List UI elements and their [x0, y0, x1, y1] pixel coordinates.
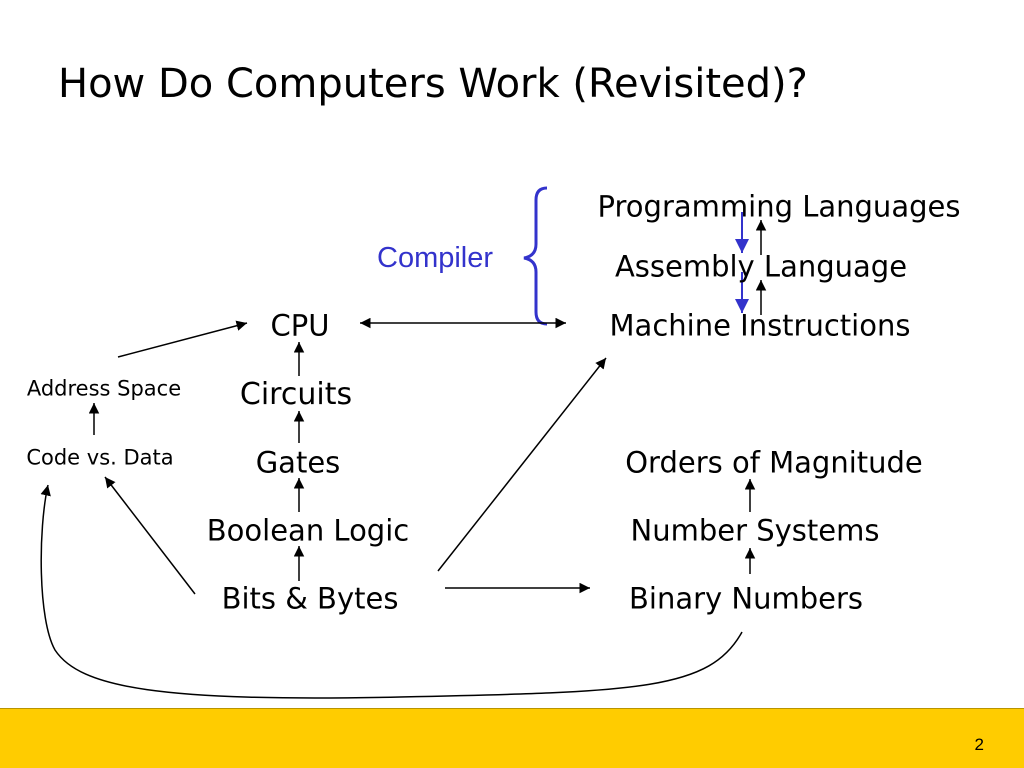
bits-to-code-arrow	[104, 476, 196, 595]
node-bits-bytes: Bits & Bytes	[221, 581, 399, 616]
node-assembly-language: Assembly Language	[614, 249, 908, 284]
node-gates: Gates	[255, 445, 341, 480]
address-space-to-cpu-arrow	[117, 320, 248, 358]
node-machine-instructions: Machine Instructions	[609, 308, 911, 343]
slide-title: How Do Computers Work (Revisited)?	[58, 61, 808, 107]
node-cpu: CPU	[270, 308, 330, 343]
node-address-space: Address Space	[26, 376, 182, 401]
node-orders-of-magnitude: Orders of Magnitude	[625, 445, 923, 480]
footer-bar: 2	[0, 708, 1024, 768]
boolean-to-mi-arrow	[437, 357, 607, 572]
binary-to-code-curve	[40, 484, 743, 699]
node-boolean-logic: Boolean Logic	[206, 513, 410, 548]
compiler-brace	[523, 186, 548, 326]
node-code-vs-data: Code vs. Data	[26, 445, 174, 470]
node-programming-languages: Programming Languages	[597, 189, 961, 224]
page-number: 2	[974, 735, 984, 754]
node-number-systems: Number Systems	[630, 513, 880, 548]
node-binary-numbers: Binary Numbers	[628, 581, 864, 616]
node-circuits: Circuits	[239, 377, 353, 412]
compiler-label: Compiler	[377, 242, 494, 274]
